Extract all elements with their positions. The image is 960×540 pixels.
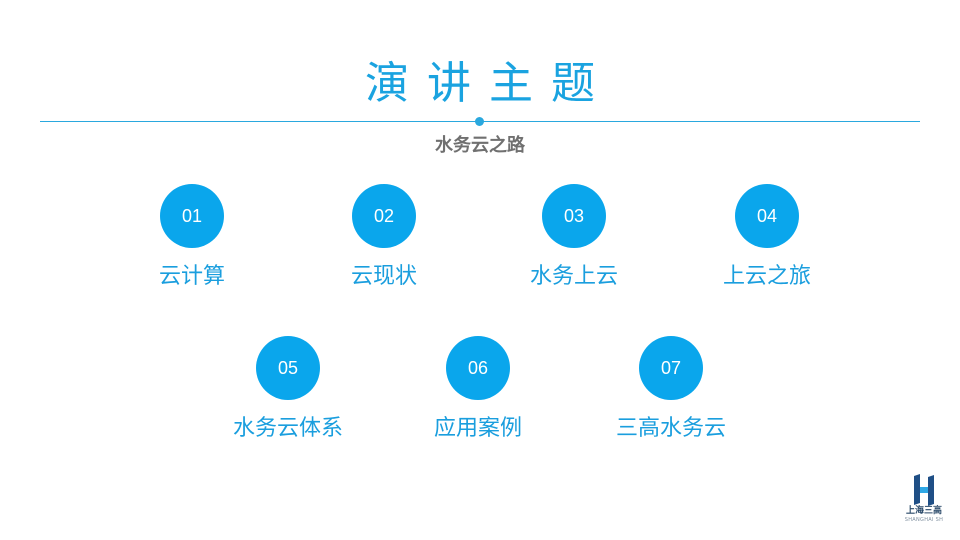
topic-number-badge: 06 (446, 336, 510, 400)
logo-name-cn: 上海三高 (905, 506, 942, 516)
topic-item: 06 应用案例 (398, 336, 558, 444)
topic-number: 01 (181, 205, 203, 226)
topic-item: 04 上云之旅 (687, 184, 847, 292)
topic-number: 05 (277, 357, 299, 378)
topic-number: 03 (563, 205, 585, 226)
logo-h-icon (914, 474, 934, 506)
topic-number-badge: 04 (735, 184, 799, 248)
topic-number-badge: 02 (352, 184, 416, 248)
slide-subtitle: 水务云之路 (435, 135, 525, 156)
slide-title: 演讲主题 (365, 58, 613, 109)
topic-number: 06 (467, 357, 489, 378)
company-logo: 上海三高 SHANGHAI SH (896, 474, 952, 530)
topic-label: 云现状 (350, 264, 417, 289)
topic-number: 04 (756, 205, 778, 226)
topic-number-badge: 01 (160, 184, 224, 248)
topic-label: 应用案例 (433, 416, 522, 441)
topic-number-badge: 07 (639, 336, 703, 400)
topic-item: 01 云计算 (112, 184, 272, 292)
topic-item: 03 水务上云 (494, 184, 654, 292)
topic-item: 02 云现状 (304, 184, 464, 292)
topic-item: 07 三高水务云 (591, 336, 751, 444)
topic-number: 07 (660, 357, 682, 378)
topic-item: 05 水务云体系 (208, 336, 368, 444)
topic-label: 上云之旅 (722, 264, 811, 289)
logo-name-en: SHANGHAI SH (904, 517, 944, 523)
topic-label: 云计算 (158, 264, 225, 289)
topic-label: 水务云体系 (232, 416, 343, 441)
topic-number-badge: 05 (256, 336, 320, 400)
divider-dot (475, 117, 484, 126)
topic-number-badge: 03 (542, 184, 606, 248)
topic-number: 02 (373, 205, 395, 226)
topic-label: 水务上云 (529, 264, 618, 289)
topic-label: 三高水务云 (615, 416, 726, 441)
